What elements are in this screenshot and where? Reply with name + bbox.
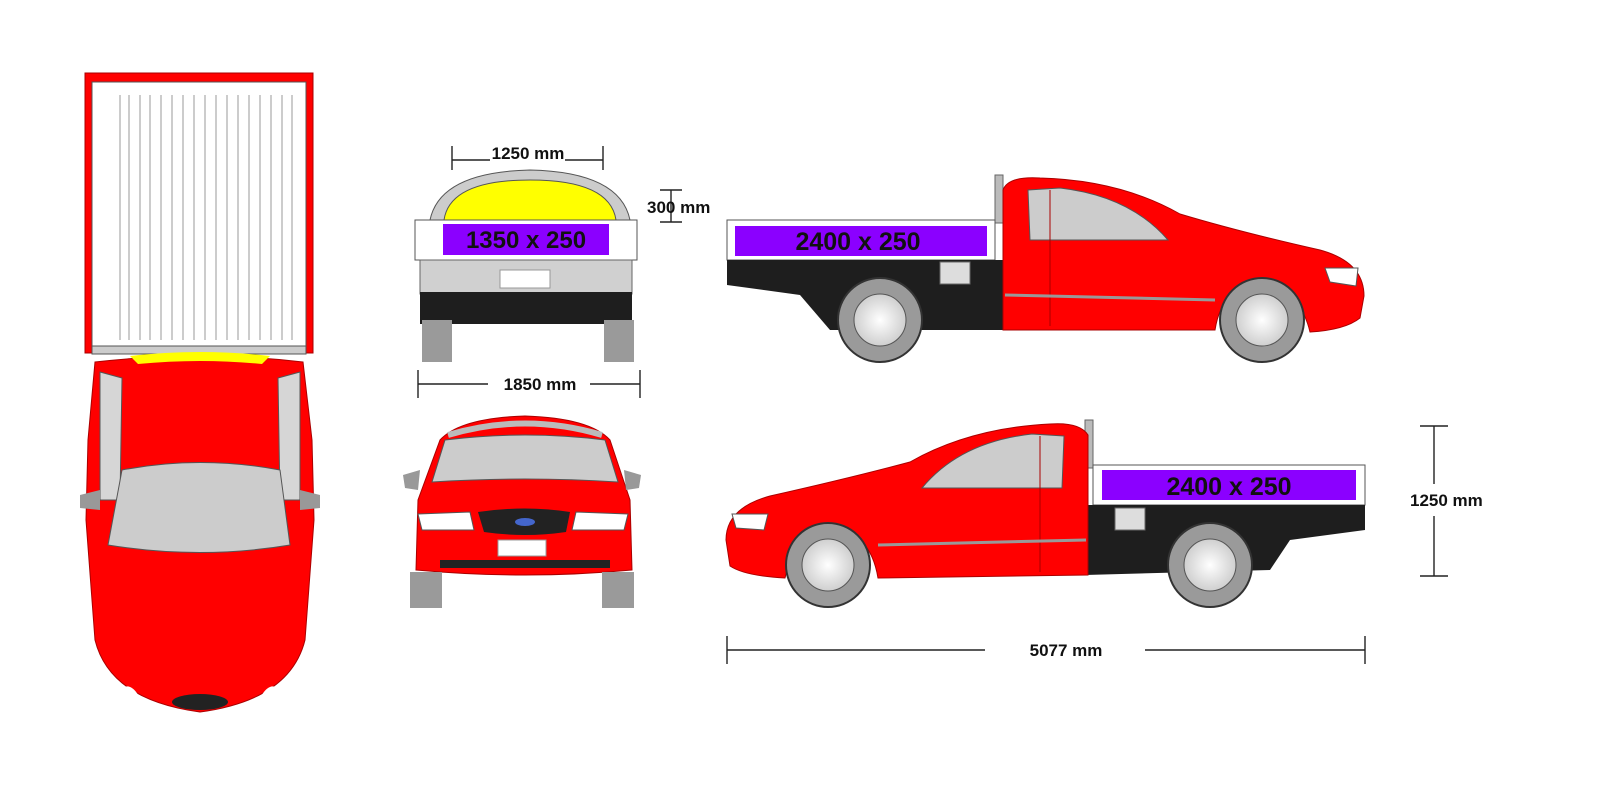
top-view-left-window [99, 371, 123, 501]
front-view-plate [497, 539, 547, 557]
top-view-grille [172, 694, 228, 710]
rear-view: 1350 x 250 [414, 169, 638, 362]
dimension-overall-length-label: 5077 mm [1030, 641, 1103, 660]
passenger-side-trim [1004, 293, 1216, 302]
driver-side-window [920, 433, 1065, 489]
top-view-tray-floor [91, 81, 307, 347]
driver-side-signage-panel [1102, 470, 1356, 500]
passenger-side-signage-panel [735, 226, 987, 256]
dimension-overall-length: 5077 mm [726, 636, 1366, 664]
dimension-overall-width: 1850 mm [417, 370, 641, 398]
rear-view-chassis [420, 292, 632, 324]
front-view-windscreen [431, 434, 619, 483]
top-view-tray-slats [119, 95, 293, 340]
passenger-side-rear-hub [853, 293, 907, 347]
dimension-overall-height-label: 1250 mm [1410, 491, 1483, 510]
front-view-left-mirror [403, 470, 420, 490]
rear-view-plate [499, 269, 551, 289]
driver-side-rear-hub [1183, 538, 1237, 592]
front-view-right-tyre [602, 572, 634, 608]
top-view-windscreen [107, 462, 291, 553]
top-view-headboard-panel [130, 352, 270, 364]
dimension-overall-width-label: 1850 mm [504, 375, 577, 394]
dimension-headboard-width-label: 1250 mm [492, 144, 565, 163]
driver-side-trim [877, 538, 1087, 547]
rear-view-right-tyre [604, 320, 634, 362]
front-view-right-headlight [571, 511, 629, 531]
passenger-side-signage-label: 2400 x 250 [795, 228, 920, 256]
dimension-headboard-height: 300 mm [647, 189, 710, 223]
front-view-right-mirror [624, 470, 641, 490]
passenger-side-front-hub [1235, 293, 1289, 347]
front-view-badge [515, 518, 535, 526]
headboard-signage-panel [443, 224, 609, 255]
headboard-signage-label: 1350 x 250 [466, 227, 586, 254]
driver-side-toolbox [1114, 507, 1146, 531]
passenger-side-toolbox [939, 261, 971, 285]
top-view [80, 72, 320, 713]
top-view-right-headlight [260, 686, 280, 698]
driver-side-view: 2400 x 250 [725, 419, 1366, 608]
passenger-side-view: 2400 x 250 [726, 174, 1365, 363]
rear-view-headboard-panel [443, 179, 617, 221]
front-view-left-headlight [417, 511, 475, 531]
top-view-right-mirror [300, 490, 320, 510]
driver-side-front-hub [801, 538, 855, 592]
passenger-side-headlight [1324, 267, 1359, 287]
driver-side-signage-label: 2400 x 250 [1166, 473, 1291, 501]
driver-side-headlight [731, 513, 769, 531]
front-view [403, 415, 641, 608]
dimension-headboard-height-label: 300 mm [647, 198, 710, 217]
front-view-headboard [447, 420, 603, 438]
rear-view-left-tyre [422, 320, 452, 362]
front-view-air-dam [440, 560, 610, 568]
passenger-side-headboard [994, 174, 1004, 224]
dimension-headboard-width: 1250 mm [451, 144, 604, 170]
dimension-overall-height: 1250 mm [1410, 425, 1483, 577]
passenger-side-window [1027, 187, 1170, 241]
top-view-left-headlight [120, 686, 140, 698]
front-view-left-tyre [410, 572, 442, 608]
top-view-left-mirror [80, 490, 100, 510]
